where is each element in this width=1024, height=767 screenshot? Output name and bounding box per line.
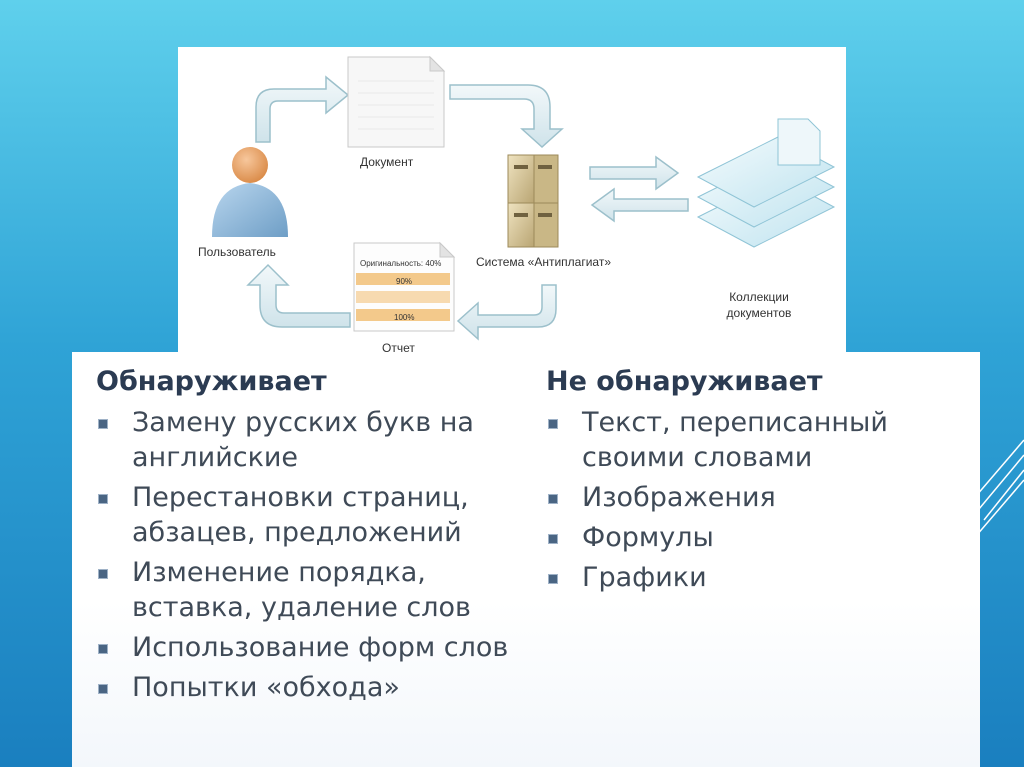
workflow-diagram: Документ Пользователь Система «Антиплаги…	[178, 47, 846, 367]
report-bar-90-text: 90%	[396, 277, 412, 286]
report-originality-text: Оригинальность: 40%	[360, 259, 441, 268]
arrow-report-to-user	[248, 265, 350, 327]
bullet-icon	[548, 534, 558, 544]
detects-heading: Обнаруживает	[96, 366, 526, 397]
not-detects-item-text: Графики	[582, 562, 707, 593]
not-detects-item-text: Формулы	[582, 522, 714, 553]
bullet-icon	[548, 574, 558, 584]
bullet-icon	[98, 644, 108, 654]
user-icon	[212, 147, 288, 237]
bullet-icon	[548, 419, 558, 429]
not-detects-item: Графики	[546, 560, 966, 595]
detects-item-text: Использование форм слов	[132, 632, 508, 663]
not-detects-heading: Не обнаруживает	[546, 366, 966, 397]
report-bar-100-text: 100%	[394, 313, 414, 322]
label-collections: Коллекции документов	[714, 289, 804, 321]
document-icon	[348, 57, 444, 147]
detects-item-text: Изменение порядка, вставка, удаление сло…	[132, 557, 471, 623]
label-system: Система «Антиплагиат»	[476, 255, 611, 269]
detects-item: Изменение порядка, вставка, удаление сло…	[96, 555, 526, 625]
label-user: Пользователь	[198, 245, 276, 259]
not-detects-item-text: Изображения	[582, 482, 776, 513]
detects-item-text: Перестановки страниц, абзацев, предложен…	[132, 482, 469, 548]
detects-item-text: Замену русских букв на английские	[132, 407, 474, 473]
detects-item: Замену русских букв на английские	[96, 405, 526, 475]
detects-list: Замену русских букв на английские Перест…	[96, 405, 526, 705]
detects-column: Обнаруживает Замену русских букв на англ…	[96, 366, 526, 710]
bullet-icon	[98, 569, 108, 579]
bullet-icon	[98, 684, 108, 694]
not-detects-item: Изображения	[546, 480, 966, 515]
bullet-icon	[98, 419, 108, 429]
not-detects-item-text: Текст, переписанный своими словами	[582, 407, 888, 473]
arrow-user-to-document	[256, 77, 348, 142]
detection-panel: Обнаруживает Замену русских букв на англ…	[72, 352, 980, 767]
not-detects-list: Текст, переписанный своими словами Изобр…	[546, 405, 966, 595]
arrow-collections-to-system	[592, 189, 688, 221]
server-icon	[508, 155, 558, 247]
arrow-document-to-system	[450, 85, 562, 147]
detects-item: Перестановки страниц, абзацев, предложен…	[96, 480, 526, 550]
collections-icon	[698, 119, 834, 247]
detects-item-text: Попытки «обхода»	[132, 672, 400, 703]
bullet-icon	[548, 494, 558, 504]
detects-item: Попытки «обхода»	[96, 670, 526, 705]
arrow-system-to-report	[458, 285, 556, 339]
bullet-icon	[98, 494, 108, 504]
label-document: Документ	[360, 155, 413, 169]
not-detects-item: Формулы	[546, 520, 966, 555]
arrow-system-to-collections	[590, 157, 678, 189]
detects-item: Использование форм слов	[96, 630, 526, 665]
not-detects-column: Не обнаруживает Текст, переписанный свои…	[546, 366, 966, 600]
not-detects-item: Текст, переписанный своими словами	[546, 405, 966, 475]
